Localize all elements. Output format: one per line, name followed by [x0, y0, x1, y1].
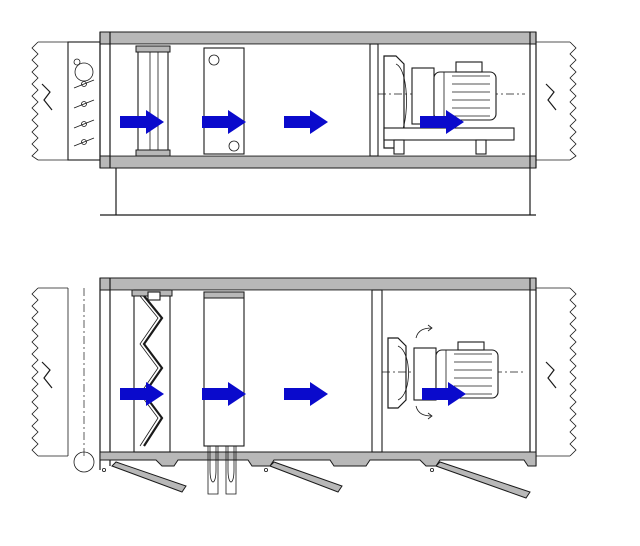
right-flexible-connector-upper — [536, 41, 577, 161]
flex-symbol-icon — [545, 83, 557, 111]
fan-motor-icon — [411, 61, 497, 125]
coil-upper — [203, 47, 245, 155]
left-flexible-connector-lower — [31, 287, 95, 473]
fan-section-upper — [369, 43, 525, 157]
right-flexible-connector-lower — [536, 287, 577, 457]
left-flexible-connector-upper — [31, 41, 69, 161]
damper-upper — [67, 41, 101, 161]
lower-view — [31, 277, 577, 499]
access-panels-lower — [102, 461, 531, 499]
filter-lower — [131, 289, 173, 453]
flex-symbol-icon — [41, 361, 53, 389]
coil-lower — [203, 291, 245, 495]
upper-view — [31, 31, 577, 216]
damper-circle-icon — [74, 62, 94, 82]
filter-upper — [135, 45, 171, 157]
flex-symbol-icon — [41, 83, 53, 111]
flex-symbol-icon — [545, 361, 557, 389]
